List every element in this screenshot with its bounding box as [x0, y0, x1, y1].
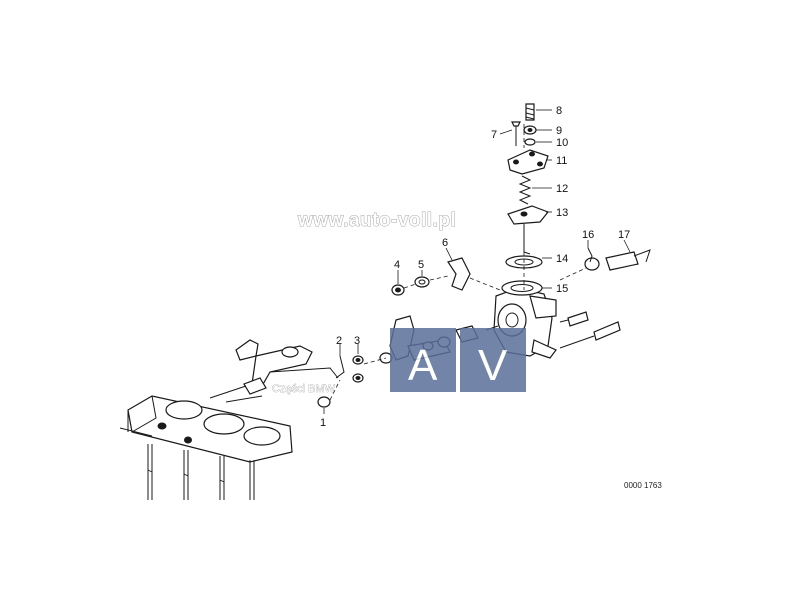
small-fasteners-left — [317, 355, 364, 408]
callout-4: 4 — [394, 259, 400, 271]
switch-plate — [507, 205, 549, 255]
sensor-parts — [559, 247, 651, 281]
callout-labels: 1 2 3 4 5 6 7 8 9 10 11 12 13 14 15 16 1… — [320, 105, 630, 429]
callout-7: 7 — [491, 129, 497, 141]
throttle-linkage — [209, 339, 339, 403]
callout-2: 2 — [336, 335, 342, 347]
alignment-lines — [329, 124, 525, 401]
washer-stack — [391, 257, 501, 296]
spring — [518, 175, 532, 205]
diagram-code: 0000 1763 — [624, 481, 662, 490]
callout-leaders — [323, 109, 631, 414]
callout-15: 15 — [556, 283, 568, 295]
callout-14: 14 — [556, 253, 568, 265]
site-watermark: www.auto-voll.pl — [297, 210, 456, 231]
callout-10: 10 — [556, 137, 568, 149]
callout-1: 1 — [320, 417, 326, 429]
callout-17: 17 — [618, 229, 630, 241]
throttle-body-assembly — [119, 395, 293, 500]
housing-bolts — [559, 311, 621, 349]
gasket-ring — [501, 280, 543, 296]
callout-9: 9 — [556, 125, 562, 137]
logo-caption: Części BMW — [272, 383, 336, 395]
logo-block-a — [390, 328, 456, 392]
cover — [507, 149, 549, 175]
callout-16: 16 — [582, 229, 594, 241]
av-logo-watermark: A V — [390, 328, 526, 392]
logo-letter-a: A — [408, 341, 438, 390]
logo-letter-v: V — [478, 341, 508, 390]
callout-5: 5 — [418, 259, 424, 271]
callout-11: 11 — [556, 155, 567, 167]
callout-6: 6 — [442, 237, 448, 249]
callout-13: 13 — [556, 207, 568, 219]
callout-8: 8 — [556, 105, 562, 117]
logo-block-v — [460, 328, 526, 392]
callout-3: 3 — [354, 335, 360, 347]
callout-12: 12 — [556, 183, 568, 195]
top-fasteners — [511, 103, 537, 146]
